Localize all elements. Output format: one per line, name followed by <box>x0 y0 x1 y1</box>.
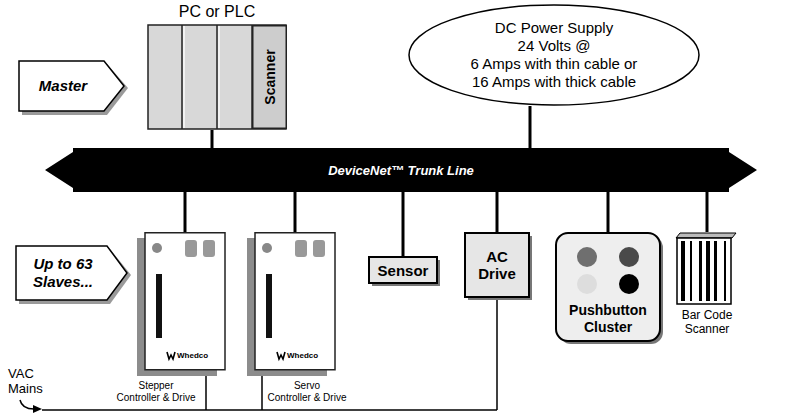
trunk-drop <box>607 192 610 232</box>
node-text: 24 Volts @ <box>518 37 591 55</box>
trunk-drop <box>294 192 297 232</box>
ac-drive-box: AC Drive <box>464 232 530 298</box>
plc-rack: PC or PLC Scanner <box>147 0 287 130</box>
trunk-drop <box>211 130 214 148</box>
node-text: 16 Amps with thick cable <box>472 73 636 91</box>
pointer-arrow <box>20 400 34 409</box>
node-text: Pushbutton Cluster <box>557 302 659 336</box>
node-text: DC Power Supply <box>495 19 613 37</box>
trunk-drop <box>706 192 709 232</box>
node-text: PC or PLC <box>147 2 287 21</box>
stepper-drive: Stepper Controller & Drive <box>116 232 226 404</box>
pushbutton-cluster: Pushbutton Cluster <box>555 232 661 342</box>
label-line: Stepper <box>116 380 196 392</box>
slaves-arrow: Up to 63 Slaves... <box>15 245 129 301</box>
node-text: Servo Controller & Drive <box>267 380 347 404</box>
trunk-drop <box>529 106 532 148</box>
mains-drop <box>496 298 498 410</box>
sensor-box: Sensor <box>368 256 438 284</box>
brand-logo: Whedco <box>287 351 318 360</box>
mains-label: VAC Mains <box>8 366 64 396</box>
servo-drive-outline <box>255 232 355 404</box>
label-line: Servo <box>267 380 347 392</box>
node-text: AC Drive <box>468 248 526 282</box>
arrow-head <box>33 405 42 413</box>
trunk-drop <box>402 192 405 256</box>
bar-code-scanner: Bar Code Scanner <box>676 232 738 350</box>
node-text: DeviceNet™ Trunk Line <box>328 163 474 178</box>
stepper-drive-outline <box>116 232 226 404</box>
node-text: Master <box>39 77 87 95</box>
power-supply: DC Power Supply24 Volts @6 Amps with thi… <box>408 4 700 106</box>
master-arrow: Master <box>18 60 126 112</box>
servo-drive: Servo Controller & Drive <box>255 232 355 404</box>
trunk-drop <box>496 192 499 232</box>
brand-logo: Whedco <box>177 351 208 360</box>
scanner-card: Scanner <box>252 25 287 129</box>
node-text: Bar Code Scanner <box>672 308 742 336</box>
node-text: Sensor <box>378 262 429 279</box>
trunk-line: DeviceNet™ Trunk Line <box>45 148 757 192</box>
trunk-drop <box>184 192 187 232</box>
node-text: Stepper Controller & Drive <box>116 380 196 404</box>
mains-line <box>42 409 497 411</box>
node-text: Scanner <box>262 49 278 104</box>
node-text: 6 Amps with thin cable or <box>471 55 638 73</box>
node-text: Up to 63 Slaves... <box>19 255 107 291</box>
